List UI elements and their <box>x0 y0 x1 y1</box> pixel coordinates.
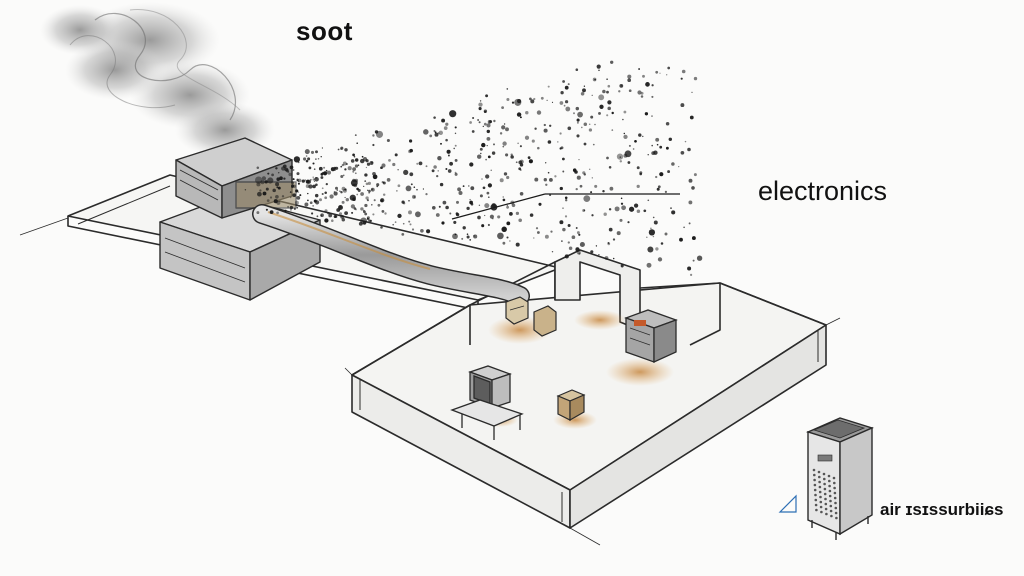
server-rack-icon <box>624 309 678 364</box>
air-scrubber-icon <box>806 417 874 540</box>
computer-monitor-icon <box>450 365 524 440</box>
floor-device-icon <box>556 389 586 422</box>
small-triangle-icon <box>778 494 797 513</box>
electronics-label: electronics <box>758 176 888 206</box>
air-scrubbers-label: air ɪsɪssurbiiɕs <box>880 500 1004 519</box>
duct-icon <box>252 204 530 306</box>
building-outline <box>19 174 841 546</box>
electronic-device-icon <box>505 296 557 337</box>
electronics-leader-line <box>451 193 680 220</box>
soot-particles <box>244 60 703 277</box>
smoke-plume <box>40 2 275 158</box>
soot-label: soot <box>296 16 353 46</box>
